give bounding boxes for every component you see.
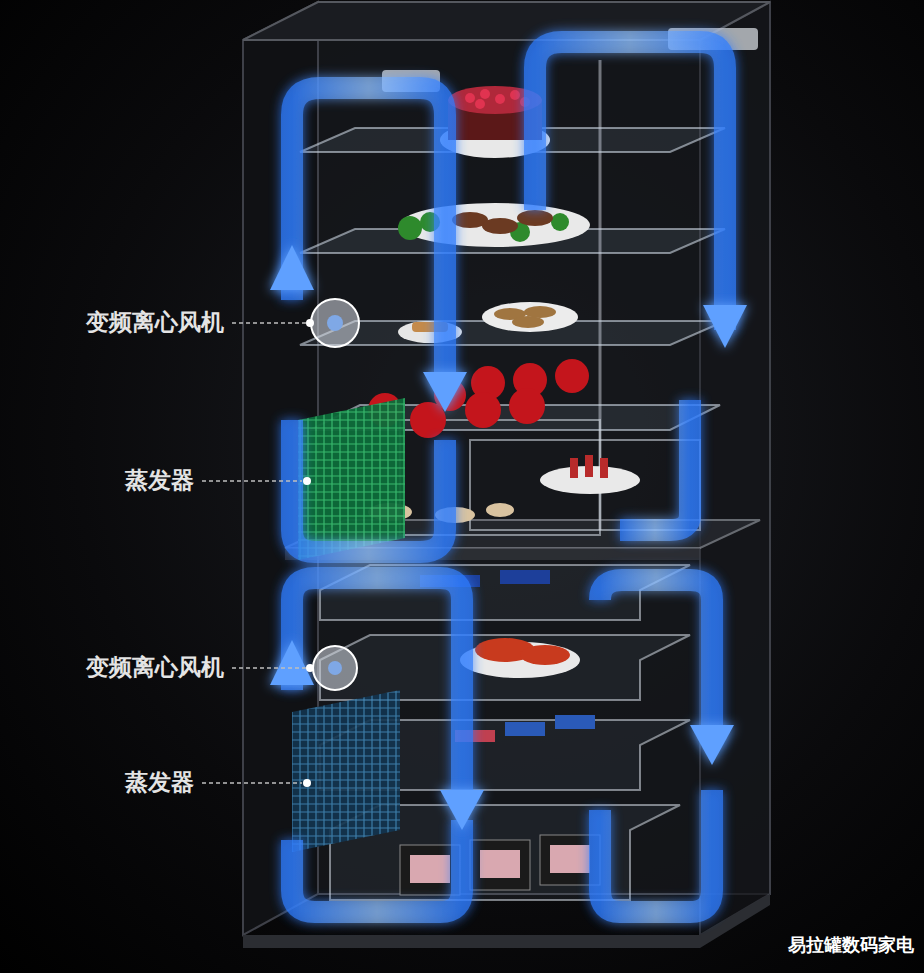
evaporator-label: 蒸发器	[125, 769, 194, 797]
fan-label: 变频离心风机	[86, 309, 224, 337]
evaporator-label: 蒸发器	[125, 467, 194, 495]
fan-label: 变频离心风机	[86, 654, 224, 682]
watermark: 易拉罐数码家电	[788, 933, 914, 957]
